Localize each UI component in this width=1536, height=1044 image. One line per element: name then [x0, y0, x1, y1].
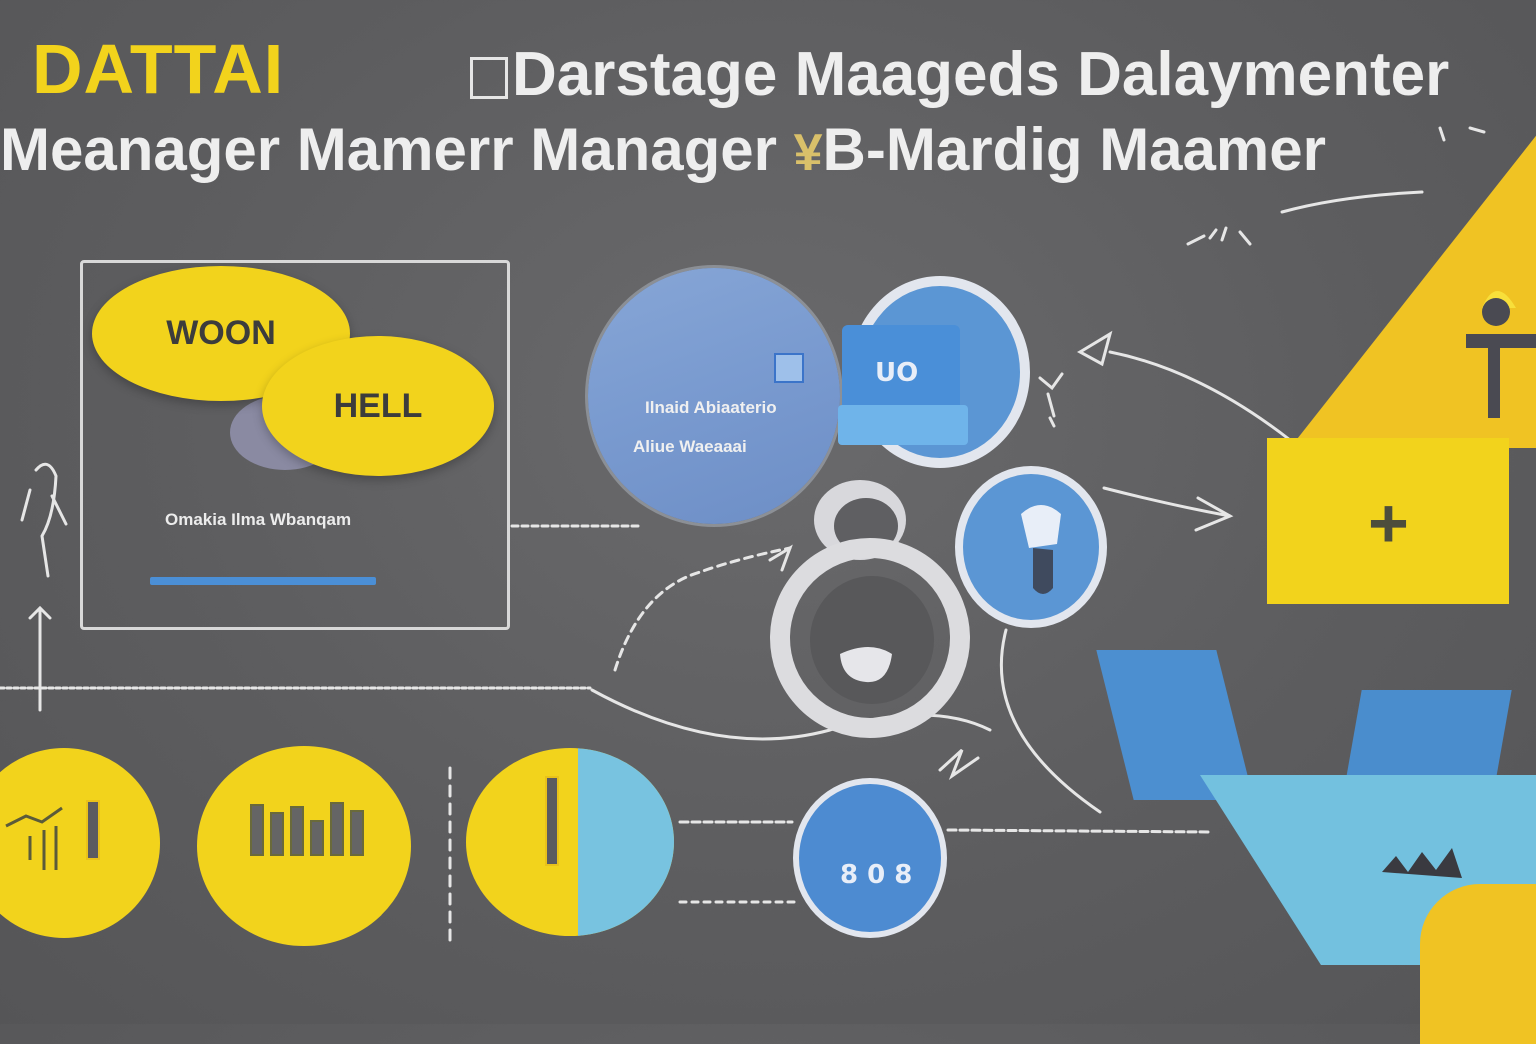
title-line-1: Darstage Maageds Dalaymenter [470, 44, 1449, 106]
info-bubble [588, 268, 840, 524]
split-circle-blue-half [578, 748, 674, 936]
ring-circle-bottom-label: 8 0 8 [840, 860, 913, 890]
ring-circle-bottom [793, 778, 947, 938]
bar-2 [270, 812, 284, 856]
arrow-to-house-head [1194, 496, 1234, 532]
left-stick-figure [20, 462, 68, 578]
scribble-bars-icon [5, 806, 63, 870]
arrow-to-roof-head [1076, 330, 1113, 367]
lower-horizontal-line [678, 820, 1212, 834]
ring-circle-top-label: UO [875, 358, 919, 388]
plus-icon: + [1368, 484, 1409, 562]
arrow-to-roof [1108, 350, 1292, 442]
figure-icon [1021, 505, 1061, 594]
person-icon [1466, 291, 1536, 418]
bar-3 [290, 806, 304, 856]
curved-arrow-lower [590, 688, 992, 741]
bar-4 [310, 820, 324, 856]
bar-1 [250, 804, 264, 856]
bar-6 [350, 810, 364, 856]
info-bubble-line-2: Aliue Waeaaai [633, 437, 747, 456]
block-base [838, 405, 968, 445]
split-circle [466, 748, 674, 936]
dashed-arc [613, 546, 792, 672]
document-icon [470, 57, 508, 99]
squiggle-mark [1038, 372, 1064, 428]
title-line-2: Meanager Mamerr Manager ¥B-Mardig Maamer [0, 120, 1326, 180]
house-body [1267, 438, 1509, 604]
brand-logo-text: DATTAI [32, 30, 285, 108]
arrow-to-house [1102, 486, 1232, 518]
curved-arrow-right [999, 628, 1102, 814]
ring-circle-middle [955, 466, 1107, 628]
bar-group-icon [250, 802, 364, 856]
yellow-corner-block [1420, 884, 1536, 1044]
flag-block-icon [842, 325, 960, 415]
title-line-2-part-1: Meanager Mamerr Manager [0, 116, 777, 183]
panel-progress-bar [150, 577, 376, 585]
tick-mark [1186, 226, 1252, 246]
info-bubble-line-1: Ilnaid Abiaaterio [645, 398, 777, 417]
title-line-1-text: Darstage Maageds Dalaymenter [512, 40, 1450, 109]
person-ring-icon [770, 480, 970, 738]
split-circle-divider-bar [545, 776, 559, 866]
arrow-head-1 [768, 544, 793, 572]
small-scribble [938, 748, 980, 781]
bar-marker-left [86, 800, 100, 860]
yellow-circle-middle [197, 746, 411, 946]
title-line-2-part-2: B-Mardig Maamer [822, 116, 1326, 183]
speech-panel [80, 260, 510, 630]
bar-5 [330, 802, 344, 856]
crown-icon [1382, 848, 1462, 878]
yellow-circle-left [0, 748, 160, 938]
panel-caption: Omakia Ilma Wbanqam [165, 510, 352, 529]
window-icon [774, 353, 804, 383]
yen-mark-icon: ¥ [793, 124, 823, 182]
speech-bubble-hell: HELL [262, 336, 494, 476]
left-vertical-tick [28, 605, 52, 712]
